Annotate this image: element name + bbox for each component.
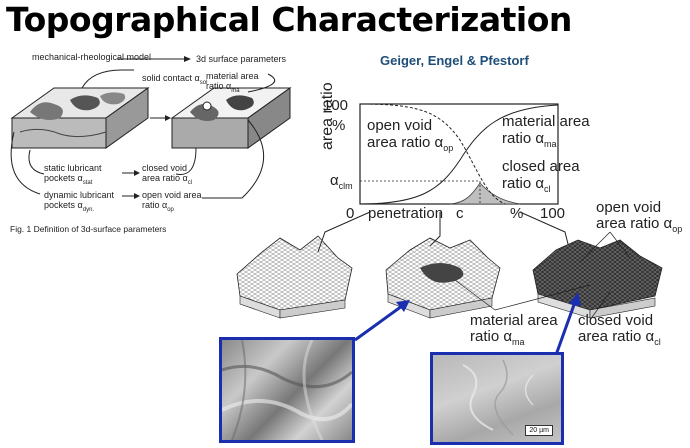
x-axis-label: penetration [368, 205, 444, 222]
x-tick-c: c [456, 205, 464, 222]
x-tick-0: 0 [346, 205, 355, 222]
sem-image-rough-surface [219, 337, 355, 443]
surface-mesh-3 [532, 239, 663, 319]
closed-void-label: closed void area ratio αcl [142, 163, 193, 186]
open-void-label: open void area ratio αop [142, 190, 202, 213]
surface-mesh-2 [385, 237, 501, 319]
model-label: mechanical-rheological model [32, 52, 152, 62]
sem-image-polished-surface: 20 µm [430, 352, 564, 445]
x-unit: % [510, 205, 524, 222]
authors-credit: Geiger, Engel & Pfestorf [380, 53, 529, 68]
x-tick-100: 100 [540, 205, 566, 222]
surface-block-left [10, 87, 150, 149]
surface-block-right [170, 87, 292, 149]
surface-params-label: 3d surface parameters [196, 54, 287, 64]
y-unit: % [332, 117, 346, 134]
static-lubricant-label: static lubricant pockets αstat [44, 163, 102, 186]
dynamic-lubricant-label: dynamic lubricant pockets αdyn. [44, 190, 115, 213]
scale-bar: 20 µm [525, 425, 553, 436]
material-area-label: material area ratio αma [206, 71, 259, 94]
y-tick-alpha-clm: αclm [330, 172, 353, 191]
surface-mesh-1 [236, 235, 353, 319]
solid-contact-label: solid contact αsol [142, 73, 208, 86]
y-tick-100: 100 [323, 97, 349, 114]
fig1-caption: Fig. 1 Definition of 3d-surface paramete… [10, 224, 167, 234]
slide-title: Topographical Characterization [6, 0, 572, 39]
